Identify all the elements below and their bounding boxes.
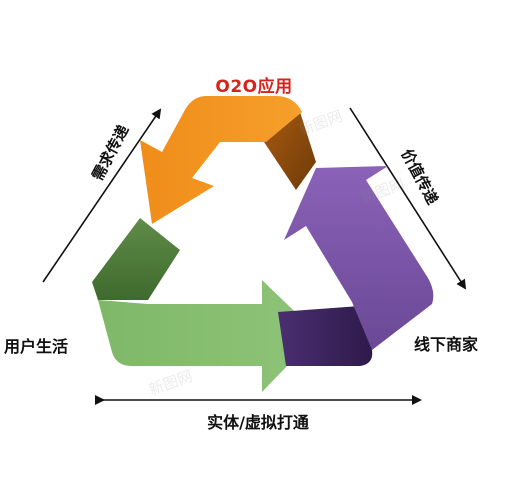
green-arrow-fold [92, 218, 180, 300]
left-arrow-line [42, 108, 162, 283]
node-user-life: 用户生活 [4, 337, 69, 356]
purple-arrow [284, 166, 434, 350]
node-offline-merchant: 线下商家 [414, 335, 479, 354]
green-arrow [98, 280, 318, 392]
edge-label-bottom: 实体/虚拟打通 [207, 413, 309, 432]
purple-arrow-fold [278, 306, 373, 366]
orange-arrow [140, 96, 302, 224]
diagram-title: O2O应用 [215, 77, 293, 97]
right-arrow-line [349, 107, 467, 290]
